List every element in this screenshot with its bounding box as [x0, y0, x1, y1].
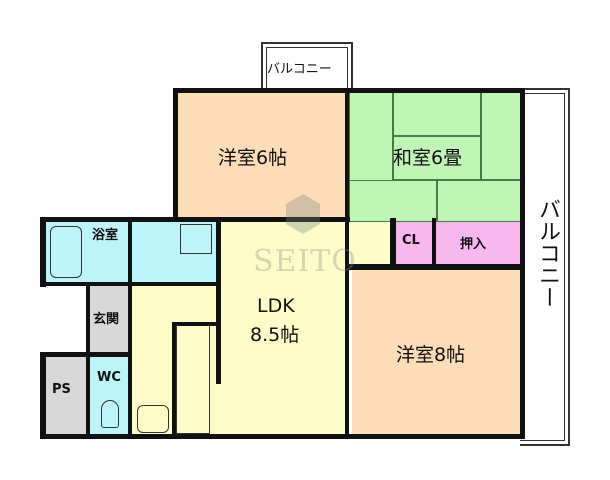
room-closet	[396, 222, 432, 266]
washbasin-icon	[137, 405, 169, 433]
room-western-6	[175, 92, 349, 222]
room-hall-small	[350, 222, 390, 266]
toilet-icon	[101, 400, 119, 428]
room-bathroom-label: 浴室	[92, 228, 119, 243]
room-western-6-label: 洋室6帖	[218, 147, 288, 169]
balcony-top-label: バルコニー	[267, 62, 332, 77]
room-ps-label: PS	[52, 382, 71, 397]
balcony-right-label: バルコニー	[535, 198, 560, 308]
room-japanese-6	[349, 92, 523, 222]
watermark-text: SEITO	[253, 244, 357, 279]
room-entrance	[90, 284, 132, 356]
balcony-right: バルコニー	[520, 88, 570, 446]
balcony-top: バルコニー	[261, 42, 353, 94]
room-western-8-label: 洋室8帖	[396, 344, 466, 366]
bathtub-icon	[50, 226, 82, 278]
room-western-8	[352, 270, 522, 434]
room-ldk-label-1: LDK	[257, 295, 295, 317]
room-wc-label: WC	[97, 370, 121, 385]
room-ldk	[220, 222, 348, 434]
room-ps	[44, 356, 86, 434]
kitchen-counter	[176, 325, 210, 434]
room-japanese-6-label: 和室6畳	[393, 147, 463, 169]
room-entrance-label: 玄関	[93, 312, 120, 327]
room-ldk-label-2: 8.5帖	[250, 324, 300, 346]
room-oshiire	[436, 222, 522, 266]
sink-icon	[180, 224, 212, 254]
room-oshiire-label: 押入	[460, 237, 487, 252]
room-closet-label: CL	[402, 233, 420, 248]
